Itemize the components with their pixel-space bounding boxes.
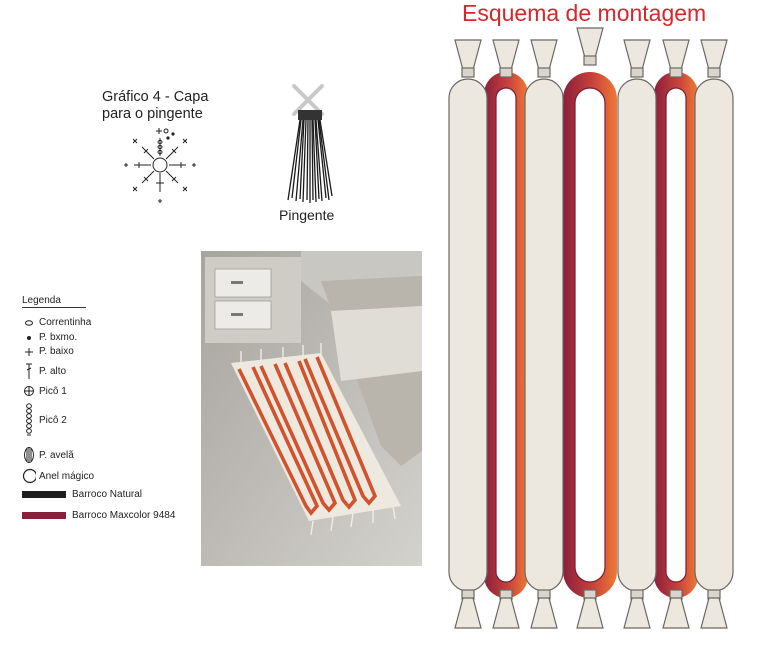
chart-title: Gráfico 4 - Capa para o pingente	[102, 89, 208, 123]
cream-strip	[524, 78, 564, 592]
legend-heading: Legenda	[22, 295, 86, 308]
bottom-tassel	[530, 589, 558, 629]
slip-stitch-icon	[22, 334, 36, 342]
legend-item: Barroco Natural	[22, 489, 142, 500]
rug-photo	[201, 251, 422, 566]
diagram-title: Esquema de montagem	[462, 0, 707, 26]
bottom-tassel	[454, 589, 482, 629]
cream-strip	[448, 78, 488, 592]
swatch-maxcolor	[22, 512, 66, 519]
chart-title-line-1: Gráfico 4 - Capa	[102, 89, 209, 105]
top-tassel	[492, 39, 520, 78]
pingente-label: Pingente	[279, 207, 335, 223]
tassel-fringe	[700, 39, 728, 71]
tassel-fringe	[454, 597, 482, 629]
red-loop-gap	[665, 87, 687, 583]
legend-item: Picô 2	[22, 402, 67, 438]
single-crochet-icon	[22, 347, 36, 357]
cream-strip	[617, 78, 657, 592]
pingente-illustration	[287, 84, 333, 203]
legend-item: P. bxmo.	[22, 332, 77, 343]
tassel-fringe	[454, 39, 482, 71]
tassel-fringe	[492, 39, 520, 71]
bottom-tassel	[623, 589, 651, 629]
tassel-cap	[298, 110, 322, 120]
legend-item: Anel mágico	[22, 468, 94, 484]
magic-ring-symbol	[152, 157, 168, 173]
tassel-fringe	[530, 597, 558, 629]
legend-item: P. alto	[22, 362, 66, 380]
tassel-fringe	[662, 597, 690, 629]
tassel-fringe	[576, 597, 604, 629]
top-tassel	[623, 39, 651, 78]
legend-item: Barroco Maxcolor 9484	[22, 510, 175, 521]
top-tassel	[454, 39, 482, 78]
top-tassel	[530, 39, 558, 78]
tassel-knot	[630, 67, 644, 78]
rug	[231, 343, 401, 536]
swatch-natural	[22, 491, 66, 498]
bottom-tassel	[576, 589, 604, 629]
top-tassel	[576, 27, 604, 66]
red-loop-gap	[495, 87, 517, 583]
red-loop-gap	[574, 87, 606, 583]
tassel-fringe	[700, 597, 728, 629]
legend-item: P. avelã	[22, 446, 74, 464]
assembly-diagram	[448, 27, 734, 629]
picot-1-icon	[22, 385, 36, 397]
tassel-fringe	[492, 597, 520, 629]
bottom-tassel	[662, 589, 690, 629]
legend-item: Picô 1	[22, 385, 67, 397]
crochet-chart-4	[124, 128, 196, 203]
chart-title-line-2: para o pingente	[102, 106, 203, 122]
tassel-knot	[461, 67, 475, 78]
top-tassel	[700, 39, 728, 78]
tassel-knot	[707, 67, 721, 78]
bottom-tassel	[492, 589, 520, 629]
tassel-fringe	[662, 39, 690, 71]
bottom-tassel	[700, 589, 728, 629]
tassel-knot	[499, 67, 513, 78]
legend: Legenda Correntinha P. bxmo. P. baixo P.…	[22, 295, 212, 521]
tassel-fringe	[576, 27, 604, 59]
picot-2-icon	[22, 402, 36, 438]
cream-strip	[694, 78, 734, 592]
tassel-fringe	[623, 39, 651, 71]
tassel-fringe	[530, 39, 558, 71]
top-tassel	[662, 39, 690, 78]
tassel-knot	[669, 67, 683, 78]
chain-stitch-icon	[22, 319, 36, 326]
legend-item: P. baixo	[22, 346, 74, 357]
tassel-knot	[537, 67, 551, 78]
magic-ring-icon	[22, 468, 36, 484]
tassel-fringe	[623, 597, 651, 629]
double-crochet-icon	[22, 362, 36, 380]
tassel-knot	[583, 55, 597, 66]
legend-item: Correntinha	[22, 317, 91, 328]
hazelnut-stitch-icon	[22, 446, 36, 464]
